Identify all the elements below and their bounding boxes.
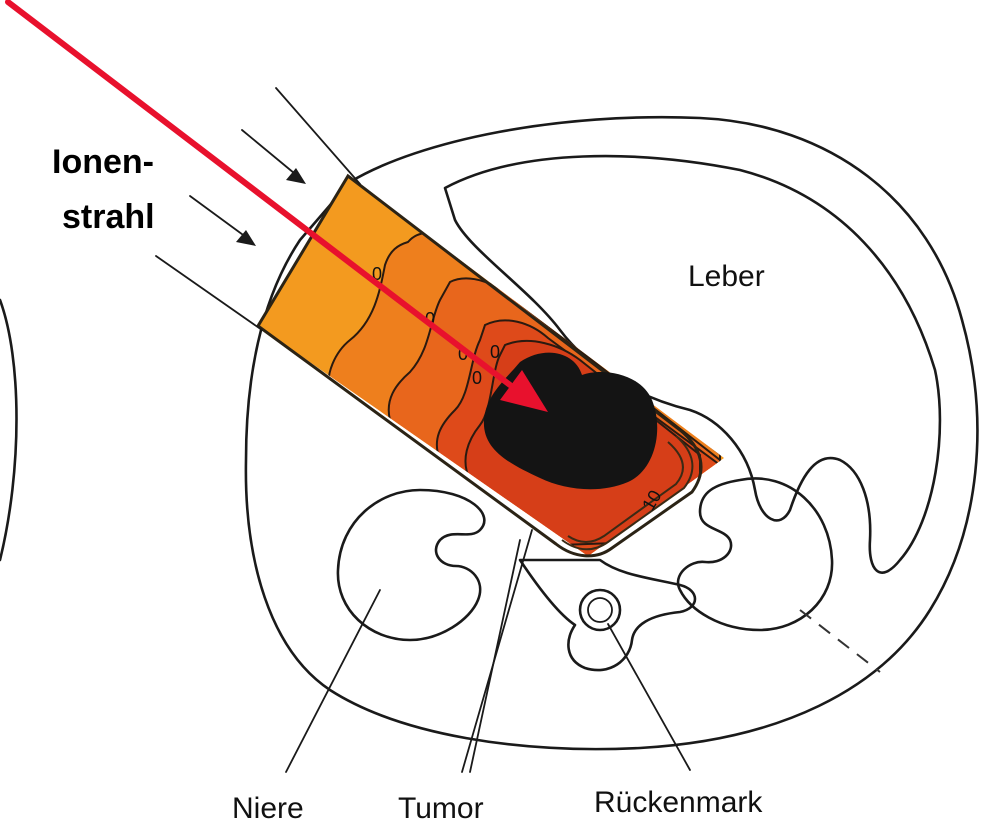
leader-kidney: [286, 590, 380, 772]
beam-label-line2: strahl: [62, 198, 155, 236]
kidney-label: Niere: [232, 792, 304, 825]
leader-tumor-2: [470, 540, 520, 772]
liver-label: Leber: [688, 260, 765, 293]
dashed-line: [800, 610, 880, 672]
contour-label: 0: [472, 368, 482, 388]
kidney-left: [338, 490, 484, 640]
vertebra-outline: [520, 560, 695, 670]
leader-tumor: [462, 530, 532, 772]
kidney-right: [678, 478, 832, 630]
spinal-cord-canal: [580, 590, 620, 630]
spinal-cord-label: Rückenmark: [594, 786, 763, 819]
incoming-arrow-1: [242, 130, 306, 184]
beam-label-line1: Ionen-: [52, 143, 154, 181]
arm-outline: [0, 300, 17, 560]
tumor-label: Tumor: [398, 792, 484, 825]
spinal-cord: [588, 598, 612, 622]
incoming-arrow-2: [190, 196, 256, 246]
beam-line-lower: [156, 256, 262, 330]
contour-label: 0: [490, 342, 500, 362]
